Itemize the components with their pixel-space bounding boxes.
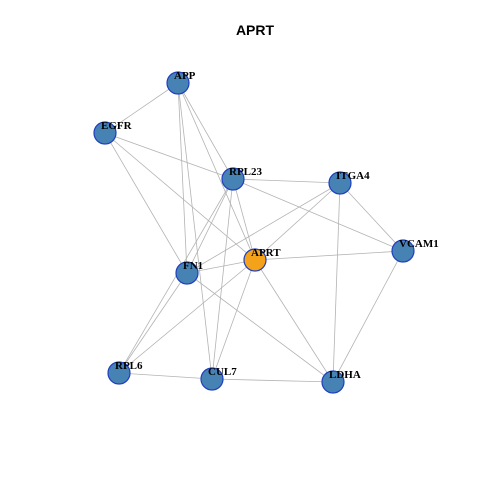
edge-app-fn1 [177,82,188,274]
diagram-title: APRT [236,22,275,38]
edge-app-aprt [177,82,256,261]
node-aprt: APRT [243,247,281,272]
node-circle-egfr [93,121,117,145]
node-circle-app [166,71,190,95]
node-circle-itga4 [328,171,352,195]
node-label-fn1: FN1 [183,260,203,272]
edge-itga4-fn1 [186,182,341,274]
node-rpl6: RPL6 [107,360,143,385]
node-label-rpl6: RPL6 [115,360,143,372]
node-label-vcam1: VCAM1 [399,238,439,250]
edge-cul7-ldha [211,378,334,383]
edge-egfr-rpl23 [104,132,234,180]
node-label-app: APP [174,70,196,82]
node-itga4: ITGA4 [328,170,370,195]
node-circle-rpl6 [107,361,131,385]
edge-app-egfr [104,82,179,134]
node-egfr: EGFR [93,120,133,145]
edge-rpl23-cul7 [211,178,234,380]
node-circle-cul7 [200,367,224,391]
node-vcam1: VCAM1 [391,238,439,263]
edge-egfr-aprt [104,132,256,261]
edge-aprt-rpl6 [118,259,256,374]
node-label-aprt: APRT [251,247,281,259]
node-app: APP [166,70,196,95]
node-circle-aprt [243,248,267,272]
edge-aprt-ldha [254,259,334,383]
node-label-rpl23: RPL23 [229,166,263,178]
edge-rpl23-itga4 [232,178,341,184]
edge-vcam1-ldha [332,250,404,383]
edge-vcam1-aprt [254,250,404,261]
edge-fn1-ldha [186,272,334,383]
edge-aprt-cul7 [211,259,256,380]
node-circle-ldha [321,370,345,394]
node-rpl23: RPL23 [221,166,263,191]
node-label-egfr: EGFR [101,120,133,132]
edge-rpl23-vcam1 [232,178,404,252]
edge-layer [104,82,404,383]
edge-itga4-vcam1 [339,182,404,252]
edge-fn1-rpl6 [118,272,188,374]
node-label-ldha: LDHA [329,369,361,381]
edge-app-rpl23 [177,82,234,180]
edge-rpl6-cul7 [118,372,213,380]
node-label-itga4: ITGA4 [336,170,370,182]
edge-rpl23-aprt [232,178,256,261]
node-cul7: CUL7 [200,366,237,391]
edge-app-cul7 [177,82,213,380]
edge-itga4-aprt [254,182,341,261]
node-circle-vcam1 [391,239,415,263]
node-ldha: LDHA [321,369,361,394]
edge-rpl23-fn1 [186,178,234,274]
node-circle-fn1 [175,261,199,285]
node-circle-rpl23 [221,167,245,191]
node-fn1: FN1 [175,260,203,285]
edge-itga4-ldha [332,182,341,383]
edge-egfr-fn1 [104,132,188,274]
node-label-cul7: CUL7 [208,366,237,378]
